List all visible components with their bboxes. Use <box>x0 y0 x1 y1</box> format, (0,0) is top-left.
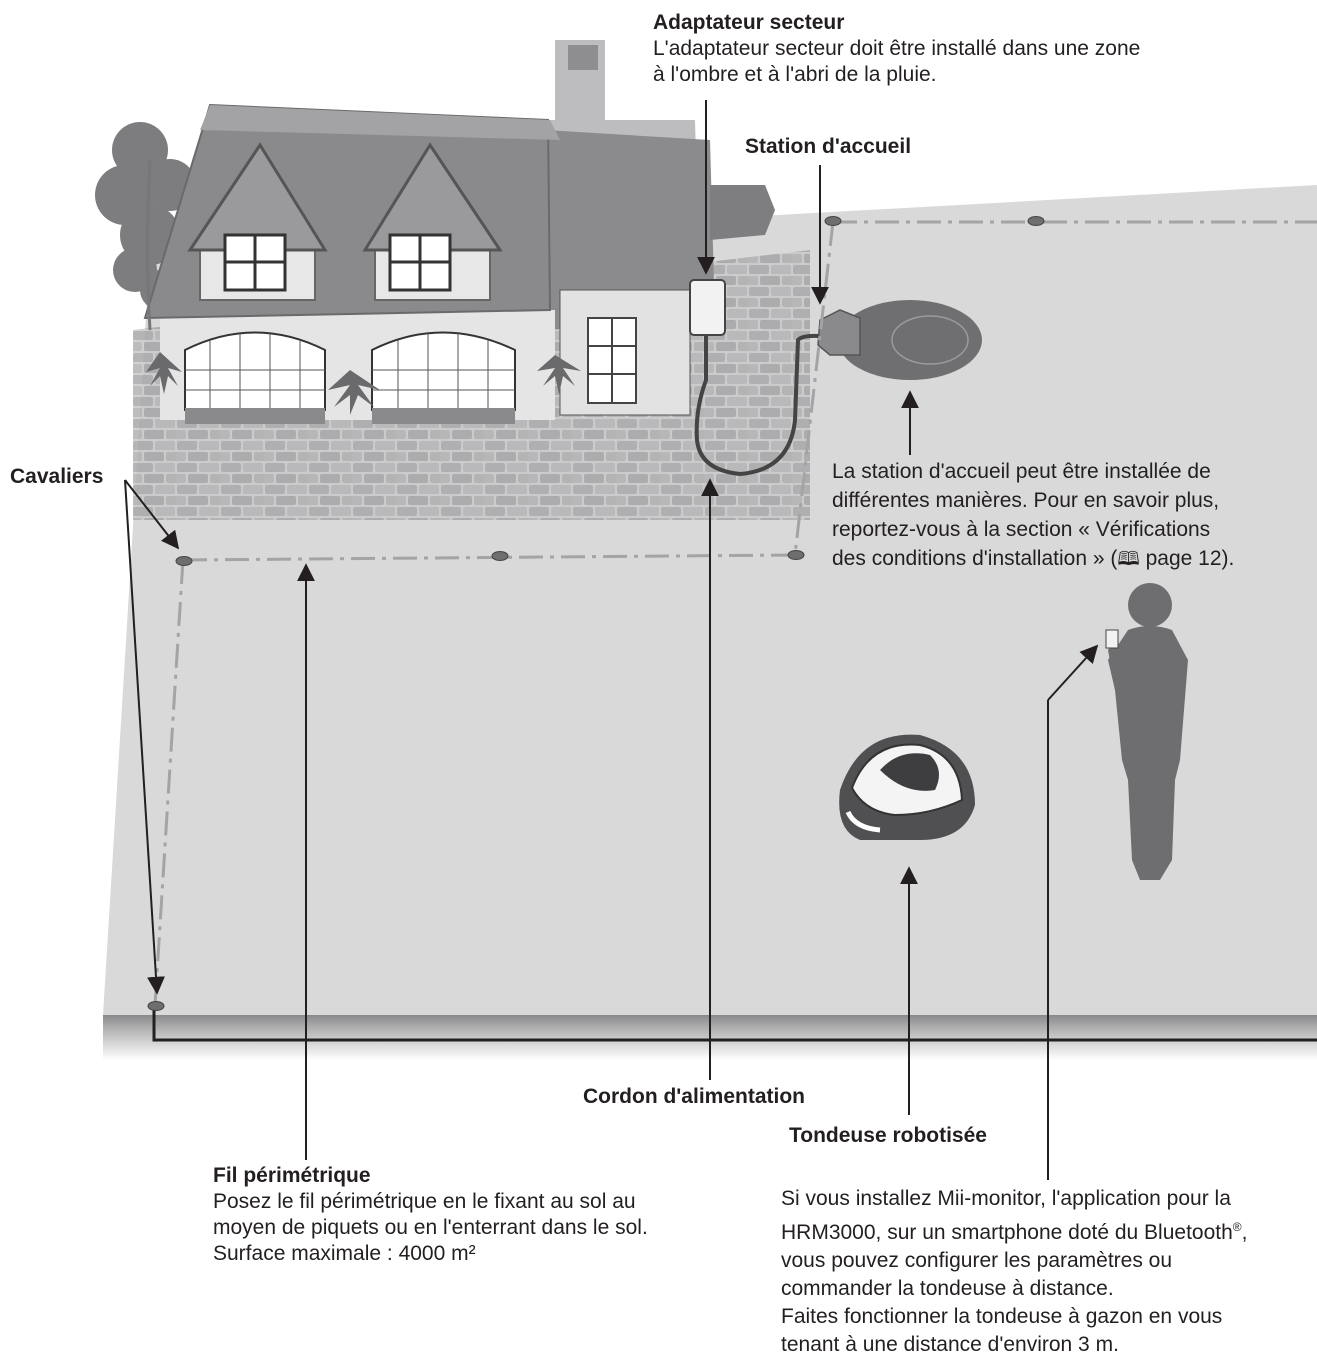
app-note-line-1: Si vous installez Mii-monitor, l'applica… <box>781 1187 1231 1210</box>
app-note-comma: , <box>1241 1221 1248 1244</box>
robotic-mower-illustration <box>839 734 975 840</box>
power-adapter-illustration <box>689 279 821 477</box>
cavaliers-title: Cavaliers <box>10 465 104 488</box>
cordon-label: Cordon d'alimentation <box>583 1084 805 1110</box>
station-note-line-3: reportez-vous à la section « Vérificatio… <box>832 518 1211 541</box>
leader-arrows <box>124 100 1099 1180</box>
wire-text-line-3: Surface maximale : 4000 m² <box>213 1242 476 1265</box>
station-note: La station d'accueil peut être installée… <box>832 457 1234 574</box>
book-icon: 🕮 <box>1117 549 1140 570</box>
arrow-cavaliers-top <box>124 479 180 550</box>
adapter-text-line-1: L'adaptateur secteur doit être installé … <box>653 37 1141 60</box>
person-illustration <box>1105 583 1188 880</box>
app-note-line-3: vous pouvez configurer les paramètres ou <box>781 1249 1173 1272</box>
station-note-line-1: La station d'accueil peut être installée… <box>832 460 1211 483</box>
arrow-app-tip <box>1047 644 1099 701</box>
adapter-text-line-2: à l'ombre et à l'abri de la pluie. <box>653 63 937 86</box>
station-label: Station d'accueil <box>745 134 911 160</box>
tondeuse-title: Tondeuse robotisée <box>789 1124 987 1147</box>
house <box>143 40 775 424</box>
arrow-cavaliers-bottom <box>124 479 165 995</box>
app-note-line-2: HRM3000, sur un smartphone doté du Bluet… <box>781 1213 1247 1247</box>
app-note-line-2a: HRM3000, sur un smartphone doté du Bluet… <box>781 1221 1233 1244</box>
station-note-line-4: des conditions d'installation » (🕮 page … <box>832 544 1234 574</box>
wire-text-line-2: moyen de piquets ou en l'enterrant dans … <box>213 1216 648 1239</box>
wire-pegs <box>147 216 1045 1011</box>
wire-title: Fil périmétrique <box>213 1164 371 1187</box>
station-note-line-2: différentes manières. Pour en savoir plu… <box>832 489 1220 512</box>
perimeter-wire <box>153 220 1317 1006</box>
station-note-line-4b: page 12). <box>1145 547 1235 570</box>
app-note-line-4: commander la tondeuse à distance. <box>781 1277 1114 1300</box>
app-note-line-5: Faites fonctionner la tondeuse à gazon e… <box>781 1305 1223 1328</box>
app-note-line-6: tenant à une distance d'environ 3 m. <box>781 1333 1119 1356</box>
app-note: Si vous installez Mii-monitor, l'applica… <box>781 1185 1247 1359</box>
tondeuse-label: Tondeuse robotisée <box>789 1123 987 1149</box>
adapter-title: Adaptateur secteur <box>653 11 845 34</box>
buried-cable <box>152 1010 1317 1042</box>
registered-mark: ® <box>1232 1220 1242 1234</box>
station-title: Station d'accueil <box>745 135 912 158</box>
station-note-line-4a: des conditions d'installation » ( <box>832 547 1118 570</box>
wire-label: Fil périmétrique Posez le fil périmétriq… <box>213 1163 648 1267</box>
wire-text-line-1: Posez le fil périmétrique en le fixant a… <box>213 1190 636 1213</box>
cordon-title: Cordon d'alimentation <box>583 1085 805 1108</box>
charging-station-illustration <box>817 300 982 380</box>
cavaliers-label: Cavaliers <box>10 464 103 490</box>
adapter-label: Adaptateur secteur L'adaptateur secteur … <box>653 10 1140 88</box>
